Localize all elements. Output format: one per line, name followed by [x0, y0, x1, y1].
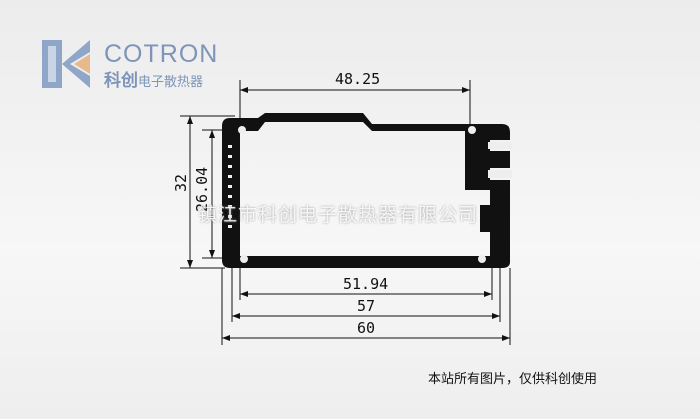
dim-inner-height: 26.04 — [193, 167, 211, 212]
caption: 本站所有图片，仅供科创使用 — [428, 372, 598, 387]
logo-cn-brand: 科创 — [104, 71, 138, 91]
logo-brand: COTRON — [104, 40, 219, 68]
dim-mid-width: 57 — [357, 297, 375, 315]
dim-inner-width: 51.94 — [343, 275, 388, 293]
logo-mark-icon — [42, 40, 90, 88]
dimension-lines — [180, 80, 511, 345]
fins — [228, 145, 232, 228]
dim-top-width: 48.25 — [335, 70, 380, 88]
arrowheads — [187, 87, 510, 341]
watermark: 镇江市科创电子散热器有限公司 — [198, 204, 479, 226]
logo-cn-sub: 电子散热器 — [138, 75, 204, 90]
dim-outer-width: 60 — [357, 319, 375, 337]
profile-shape — [222, 113, 512, 268]
dim-outer-height: 32 — [172, 174, 190, 192]
